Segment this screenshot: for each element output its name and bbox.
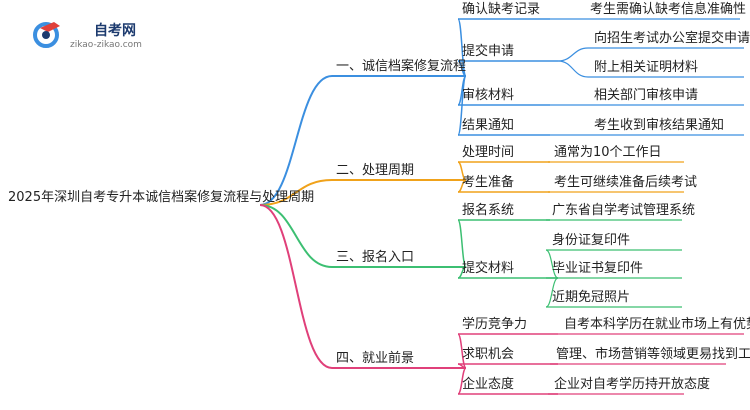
site-logo: 自考网 zikao-zikao.com (30, 18, 150, 58)
child-label: 报名系统 (462, 203, 515, 218)
branch-connector (259, 75, 333, 206)
logo-name: 自考网 (94, 23, 136, 39)
branch-connector (259, 204, 333, 268)
leaf-connector (557, 47, 589, 62)
leaf-label: 附上相关证明材料 (594, 60, 699, 75)
child-label: 提交申请 (462, 44, 515, 59)
child-label: 确认缺考记录 (462, 2, 541, 17)
branch-label: 二、处理周期 (336, 163, 415, 178)
child-label: 企业态度 (462, 377, 515, 392)
leaf-label: 近期免冠照片 (552, 290, 631, 305)
leaf-label: 考生收到审核结果通知 (594, 118, 725, 133)
child-connector (457, 75, 467, 136)
child-connector (457, 219, 467, 268)
leaf-label: 考生需确认缺考信息准确性 (590, 2, 747, 17)
leaf-label: 考生可继续准备后续考试 (554, 175, 698, 190)
root-topic: 2025年深圳自考专升本诚信档案修复流程与处理周期 (8, 190, 315, 205)
child-label: 提交材料 (462, 261, 515, 276)
branch-connector (259, 204, 333, 369)
child-connector (457, 333, 467, 369)
leaf-label: 广东省自学考试管理系统 (552, 203, 696, 218)
leaf-connector (545, 249, 559, 279)
child-connector (457, 18, 467, 77)
child-label: 审核材料 (462, 88, 515, 103)
leaf-label: 企业对自考学历持开放态度 (554, 377, 711, 392)
child-label: 学历竞争力 (462, 317, 528, 332)
leaf-label: 管理、市场营销等领域更易找到工作 (556, 347, 750, 362)
branch-label: 四、就业前景 (336, 351, 415, 366)
leaf-label: 自考本科学历在就业市场上有优势 (564, 317, 750, 332)
branch-label: 三、报名入口 (336, 250, 415, 265)
leaf-connector (557, 60, 589, 78)
logo-url: zikao-zikao.com (70, 40, 142, 50)
child-label: 处理时间 (462, 145, 515, 160)
leaf-label: 向招生考试办公室提交申请 (594, 31, 750, 46)
leaf-label: 毕业证书复印件 (552, 261, 644, 276)
leaf-label: 通常为10个工作日 (554, 145, 662, 160)
child-label: 考生准备 (462, 175, 515, 190)
child-label: 结果通知 (462, 118, 515, 133)
leaf-label: 身份证复印件 (552, 233, 631, 248)
branch-connector (259, 179, 333, 206)
leaf-connector (545, 277, 559, 308)
logo-icon (33, 22, 60, 48)
child-label: 求职机会 (462, 347, 515, 362)
branch-label: 一、诚信档案修复流程 (336, 59, 467, 74)
leaf-label: 相关部门审核申请 (594, 88, 699, 103)
